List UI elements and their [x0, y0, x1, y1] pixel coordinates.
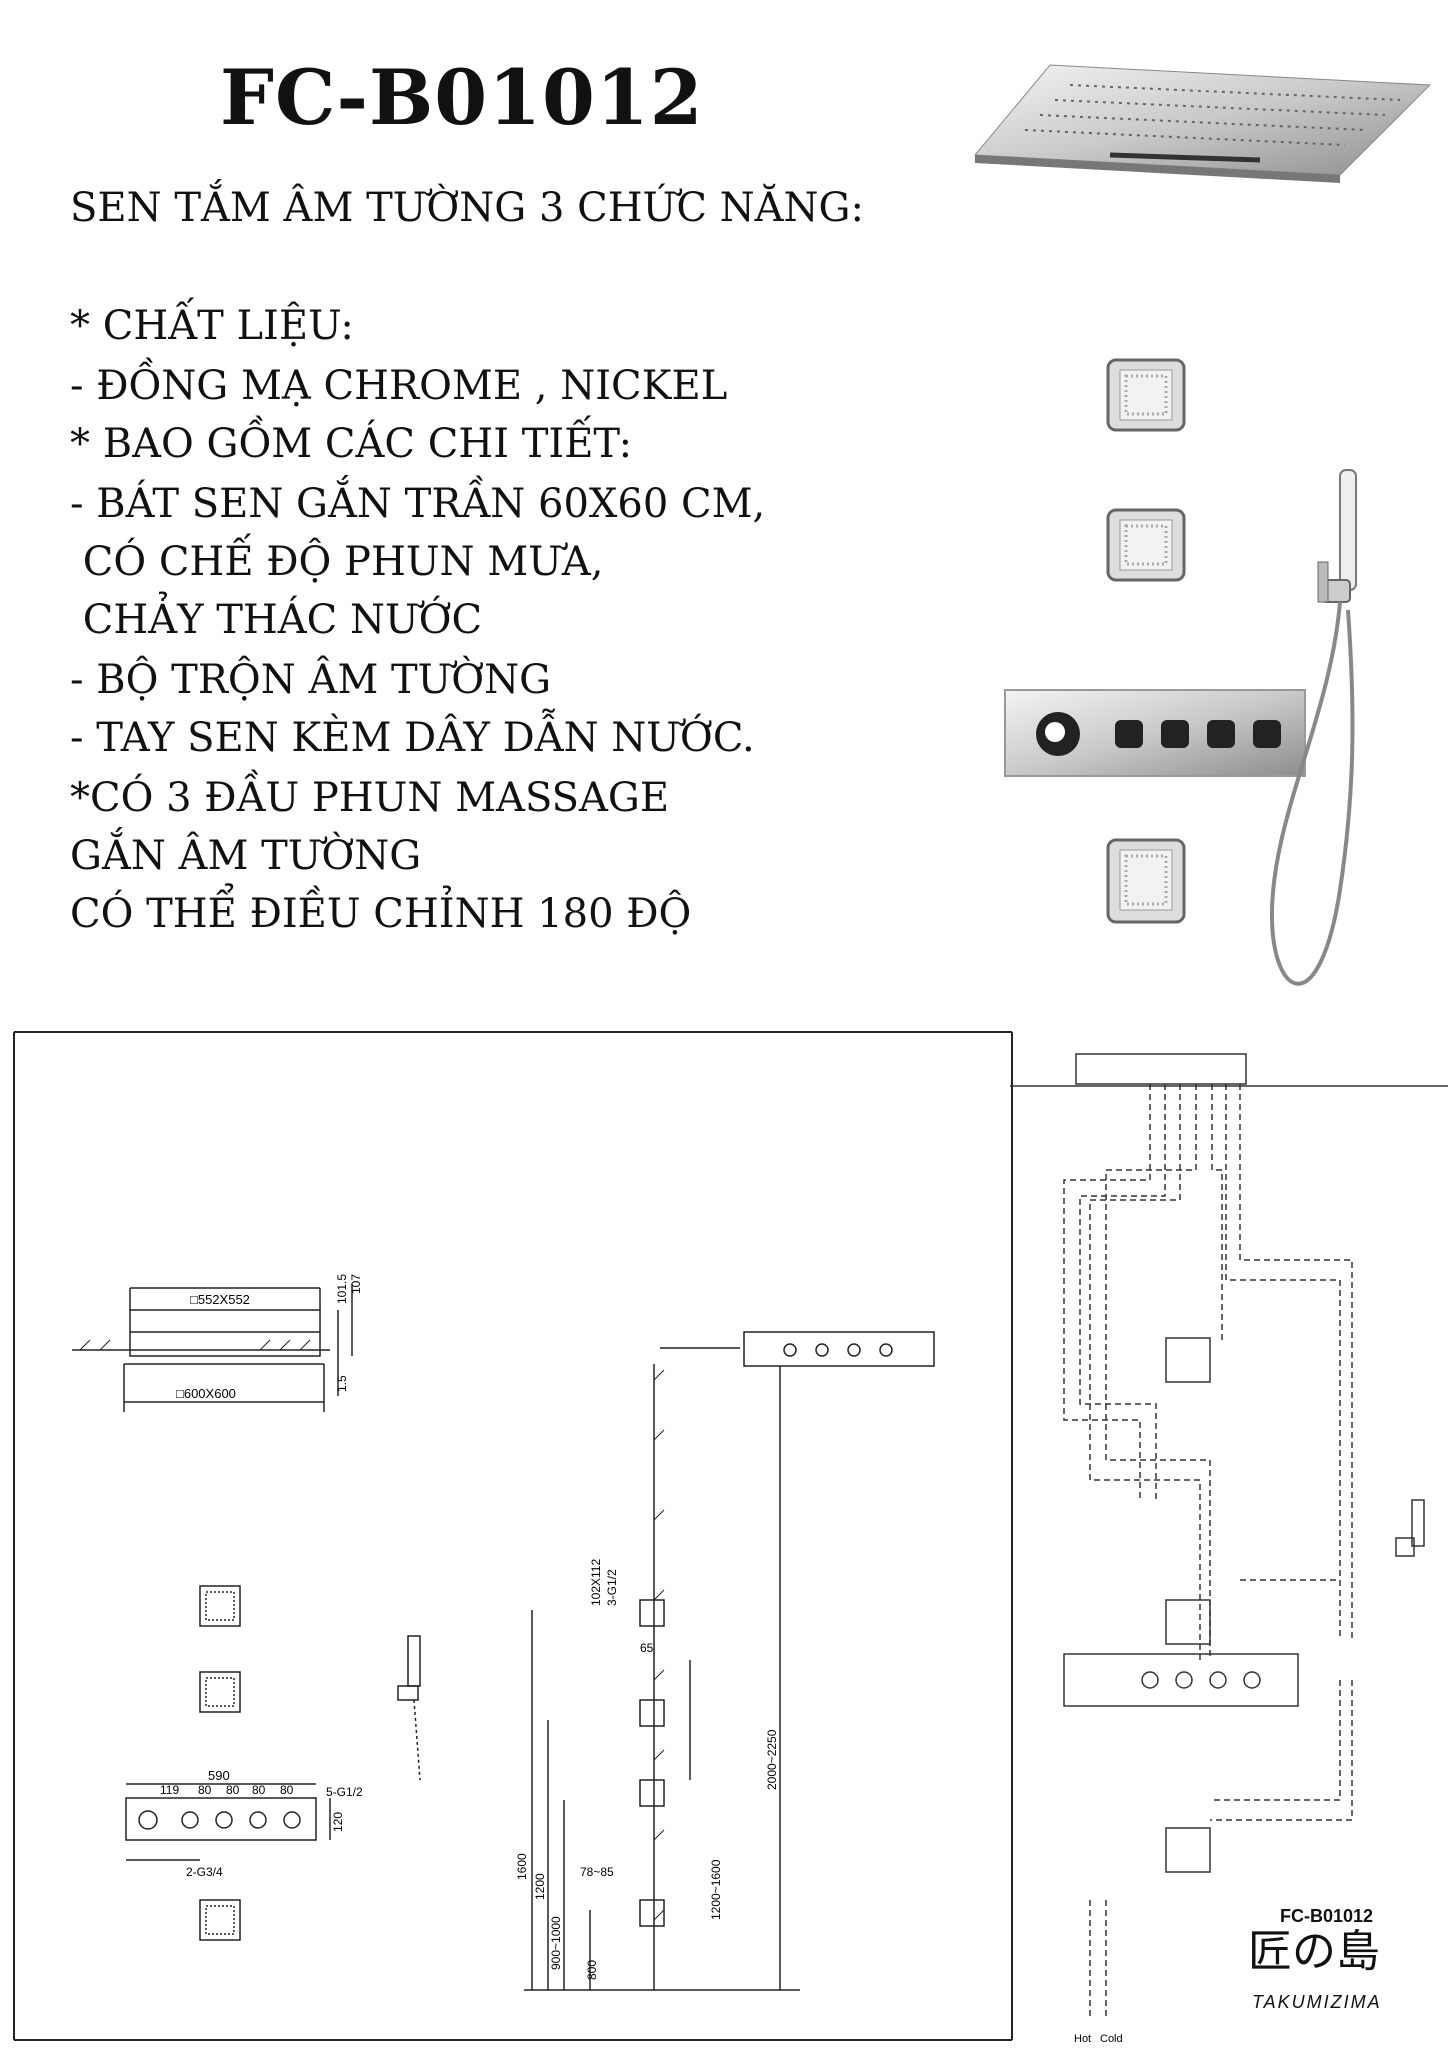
ceiling-shower-photo [973, 64, 1432, 183]
spec-line: GẮN ÂM TƯỜNG [70, 833, 422, 879]
dim-label: 900~1000 [549, 1916, 563, 1970]
product-subtitle: SEN TẮM ÂM TƯỜNG 3 CHỨC NĂNG: [70, 185, 864, 231]
dim-label: 102X112 [589, 1559, 603, 1606]
side-section [524, 1331, 935, 1991]
dim-label: 5-G1/2 [326, 1785, 363, 1799]
massage-jet-photo [1106, 838, 1186, 924]
spec-line: - ĐỒNG MẠ CHROME , NICKEL [70, 363, 728, 409]
dim-label: 800 [585, 1960, 599, 1980]
dim-label: 65 [640, 1641, 654, 1655]
spec-line: * BAO GỒM CÁC CHI TIẾT: [70, 421, 633, 467]
spec-line: CHẢY THÁC NƯỚC [70, 597, 483, 643]
spec-line: - BỘ TRỘN ÂM TƯỜNG [70, 657, 552, 703]
pipe-label: Cold [1100, 2033, 1123, 2045]
mixer-panel-plan [125, 1797, 317, 1841]
dim-label: □552X552 [190, 1292, 250, 1307]
dim-label: 119 [160, 1783, 179, 1797]
jet-symbol [199, 1585, 241, 1627]
dim-label: 80 [226, 1783, 240, 1797]
dim-label: 1200 [533, 1873, 547, 1900]
dim-label: 590 [208, 1768, 230, 1783]
spec-line: - TAY SEN KÈM DÂY DẪN NƯỚC. [70, 715, 755, 761]
jet-symbol [199, 1671, 241, 1713]
dim-label: 80 [198, 1783, 212, 1797]
dim-label: 1600 [515, 1853, 529, 1880]
pipe-layout [1010, 1053, 1448, 2020]
dim-label: 80 [252, 1783, 266, 1797]
brand-logo-latin: TAKUMIZIMA [1252, 1992, 1382, 2012]
pipe-label: Hot [1074, 2033, 1091, 2045]
technical-drawing: □552X552 □600X600 101.5 107 1.5 590 5-G1… [13, 1031, 1448, 2045]
dim-label: □600X600 [176, 1386, 236, 1401]
dim-label: 107 [349, 1274, 363, 1294]
spec-line: - BÁT SEN GẮN TRẦN 60X60 CM, [70, 481, 766, 527]
mixer-panel-photo [1004, 689, 1306, 777]
spec-line: *CÓ 3 ĐẦU PHUN MASSAGE [70, 775, 670, 821]
massage-jet-photo [1106, 508, 1186, 582]
dim-label: 3-G1/2 [605, 1569, 619, 1606]
jet-symbol [199, 1899, 241, 1941]
dim-label: 80 [280, 1783, 294, 1797]
dim-label: 1.5 [335, 1375, 349, 1392]
dim-label: 101.5 [335, 1274, 349, 1304]
massage-jet-photo [1106, 358, 1186, 432]
spec-line: CÓ THỂ ĐIỀU CHỈNH 180 ĐỘ [70, 891, 692, 937]
brand-logo-japanese: 匠の島 [1248, 1926, 1380, 1977]
dim-label: 120 [331, 1812, 345, 1832]
hand-shower-photo [1269, 469, 1357, 986]
brand-code: FC-B01012 [1280, 1906, 1374, 1926]
dim-label: 1200~1600 [709, 1859, 723, 1920]
dim-label: 78~85 [580, 1865, 614, 1879]
dim-label: 2-G3/4 [186, 1865, 223, 1879]
hand-shower-symbol [397, 1635, 421, 1781]
product-code-title: FC-B01012 [220, 53, 704, 142]
spec-line: * CHẤT LIỆU: [70, 303, 354, 349]
ceiling-head-elevation [72, 1284, 353, 1412]
spec-line: CÓ CHẾ ĐỘ PHUN MƯA, [70, 539, 604, 585]
dim-label: 2000~2250 [765, 1729, 779, 1790]
